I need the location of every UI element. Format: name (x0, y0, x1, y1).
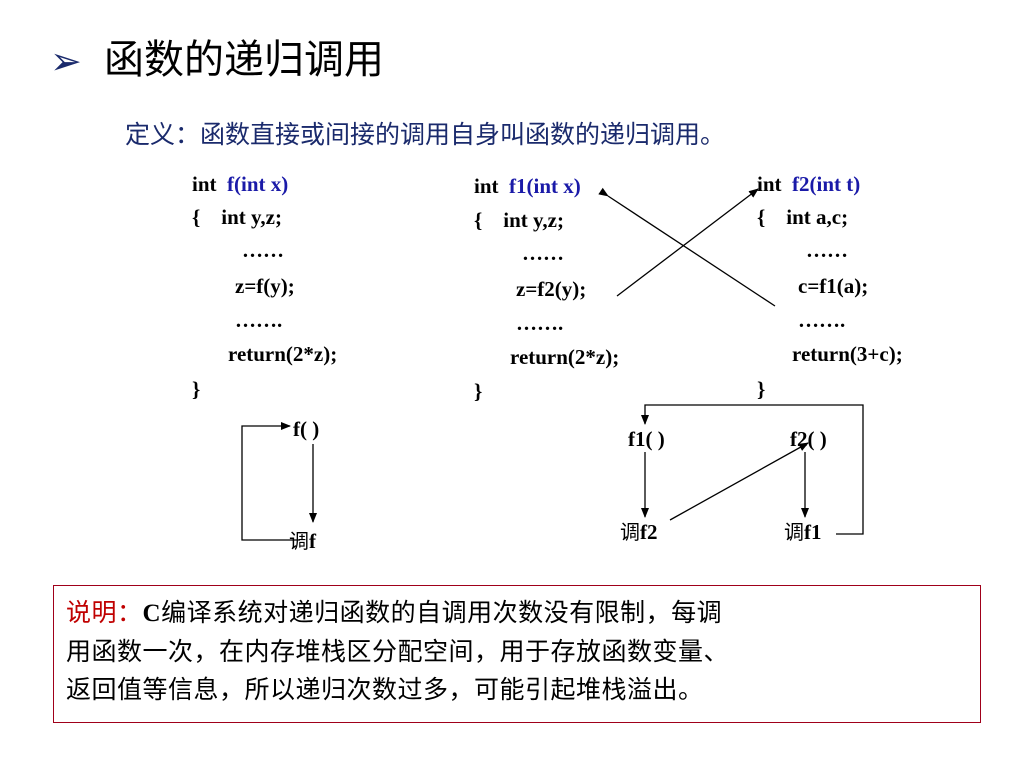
note-line: 说明：C编译系统对递归函数的自调用次数没有限制，每调 (66, 598, 723, 627)
code-line: } (192, 377, 201, 401)
code-line: ……. (798, 308, 846, 332)
diagram-f2-label: f2( ) (790, 427, 827, 451)
note-heading: 说明： (66, 598, 143, 627)
slide-title: 函数的递归调用 (104, 37, 384, 83)
arrow-f-loop (241, 422, 300, 541)
arrow-call-f2 (669, 442, 809, 521)
code-line: { int y,z; (192, 205, 282, 229)
code-line: …… (242, 238, 284, 262)
signature-f1: int f1(int x) (474, 174, 581, 198)
cross-arrow-f1-to-f2 (598, 187, 776, 307)
signature-f: int f(int x) (192, 172, 289, 196)
code-line: ……. (516, 311, 564, 335)
signature-f-name: f(int x) (227, 172, 289, 196)
note-line: 用函数一次，在内存堆栈区分配空间，用于存放函数变量、 (66, 637, 730, 666)
code-line: return(2*z); (228, 342, 338, 366)
definition-text: 定义：函数直接或间接的调用自身叫函数的递归调用。 (125, 120, 726, 149)
code-line: } (757, 377, 766, 401)
code-line: z=f2(y); (516, 277, 587, 301)
signature-f2: int f2(int t) (757, 172, 861, 196)
diagram-f1-label: f1( ) (628, 427, 665, 451)
note-line: 返回值等信息，所以递归次数过多，可能引起堆栈溢出。 (66, 675, 704, 704)
code-line: return(3+c); (792, 342, 903, 366)
signature-f1-name: f1(int x) (509, 174, 581, 198)
signature-f2-name: f2(int t) (792, 172, 861, 196)
code-line: return(2*z); (510, 345, 620, 369)
diagram-call-f1-label: 调f1 (784, 520, 822, 544)
diagram-call-f2-label: 调f2 (620, 520, 658, 544)
cross-arrow-f2-to-f1 (616, 188, 759, 297)
code-line: { int a,c; (757, 205, 849, 229)
note-box: 说明：C编译系统对递归函数的自调用次数没有限制，每调 用函数一次，在内存堆栈区分… (53, 585, 981, 723)
diagram-f-label: f( ) (293, 417, 320, 441)
title-bullet-icon: ➢ (50, 39, 82, 83)
arrow-call-f1-loop (641, 404, 864, 535)
code-line: } (474, 379, 483, 403)
code-line: …… (522, 241, 564, 265)
code-line: { int y,z; (474, 208, 564, 232)
code-line: c=f1(a); (798, 274, 869, 298)
diagram-call-f-label: 调f (289, 529, 316, 553)
code-line: z=f(y); (235, 274, 295, 298)
code-line: ……. (235, 308, 283, 332)
code-line: …… (806, 238, 848, 262)
